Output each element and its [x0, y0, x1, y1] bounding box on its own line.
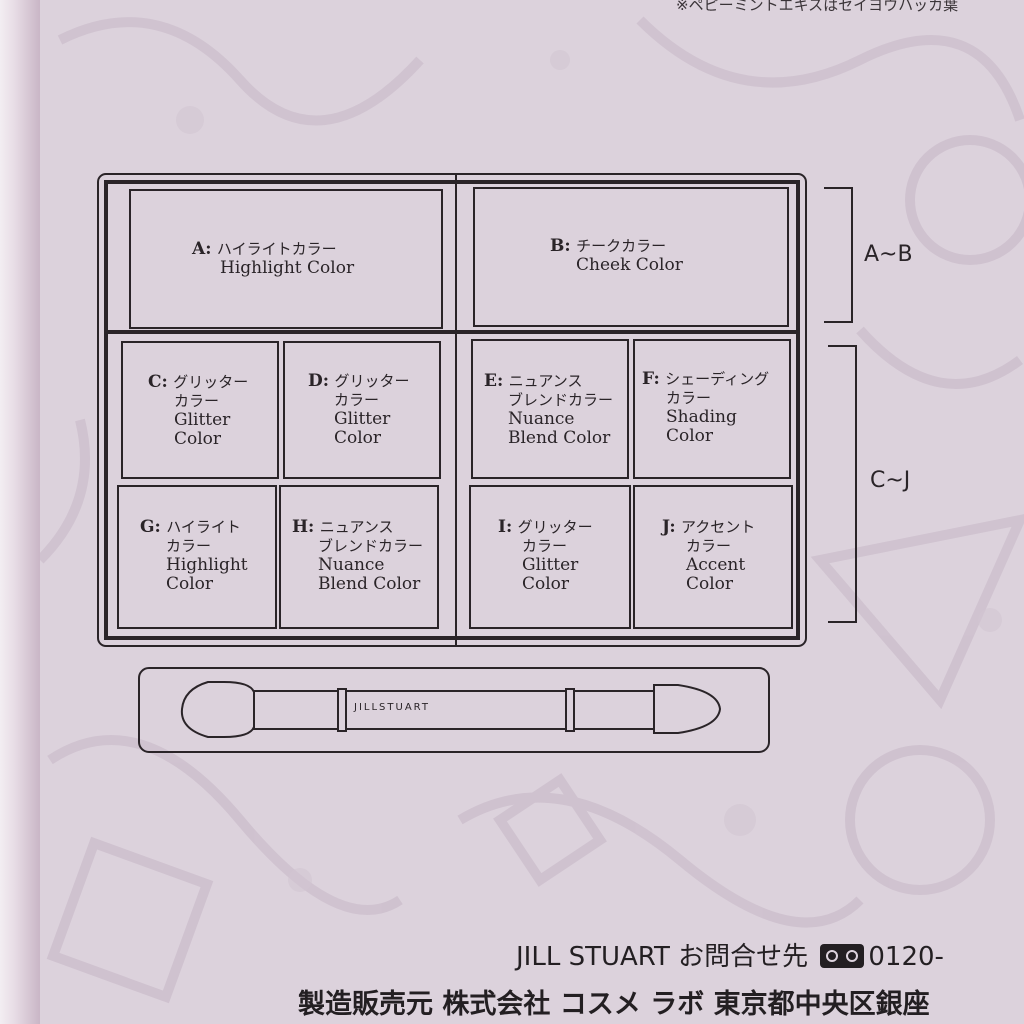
- bracket-label-a-b: A~B: [864, 242, 913, 267]
- cell-c-label: C: グリッター カラー Glitter Color: [148, 372, 249, 449]
- cell-i-label: I: グリッター カラー Glitter Color: [498, 517, 593, 594]
- cell-f-label: F: シェーディング カラー Shading Color: [642, 369, 770, 446]
- bracket-lines: [824, 187, 857, 623]
- brush-brand-text: JILLSTUART: [354, 702, 430, 713]
- cell-g-label: G: ハイライト カラー Highlight Color: [140, 517, 248, 594]
- cell-h-label: H: ニュアンス ブレンドカラー Nuance Blend Color: [292, 517, 424, 594]
- cell-d-label: D: グリッター カラー Glitter Color: [308, 371, 410, 448]
- bracket-label-c-j: C~J: [870, 468, 911, 493]
- box-face: [40, 0, 1024, 1024]
- footer-inquiry-label: お問合せ先: [678, 942, 809, 972]
- footer-brand: JILL STUART: [516, 942, 670, 972]
- applicator-brush-illustration: [138, 667, 770, 753]
- cell-a-label: A: ハイライトカラー Highlight Color: [192, 239, 355, 278]
- cell-j-label: J: アクセント カラー Accent Color: [662, 517, 756, 594]
- box-side-edge: [0, 0, 40, 1024]
- decorative-pattern: [40, 16, 1024, 1004]
- free-dial-icon: [820, 944, 865, 968]
- footer-phone: 0120-: [868, 942, 944, 972]
- top-note: ※ペピーミントエキスはセイヨウハッカ葉: [676, 0, 959, 14]
- cell-b-label: B: チークカラー Cheek Color: [550, 236, 683, 275]
- cell-e-label: E: ニュアンス ブレンドカラー Nuance Blend Color: [484, 371, 614, 448]
- palette-diagram: [97, 173, 807, 647]
- footer-inquiry-line: JILL STUART お問合せ先 0120-: [516, 936, 944, 973]
- footer-manufacturer-line: 製造販売元 株式会社 コスメ ラボ 東京都中央区銀座: [298, 989, 930, 1020]
